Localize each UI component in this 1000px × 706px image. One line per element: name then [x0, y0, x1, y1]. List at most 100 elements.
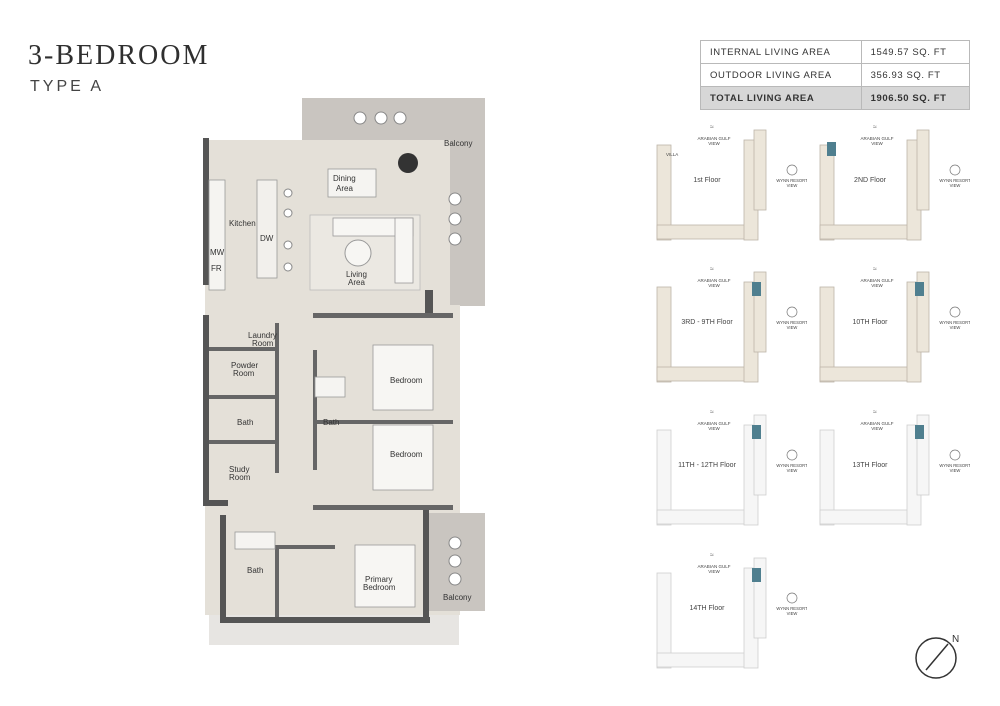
floor-plan: Balcony Dining Area Kitchen DW MW FR Liv…	[203, 98, 485, 645]
resort-view-icon	[786, 592, 798, 604]
building-outline	[656, 144, 672, 241]
compass-label: N	[952, 634, 959, 645]
wave-icon: ≈	[873, 124, 877, 131]
resort-view-label: WYNN RESORT	[776, 463, 807, 468]
resort-view-label: WYNN RESORT	[939, 178, 970, 183]
floor-label: 10TH Floor	[852, 319, 888, 326]
gulf-view-label: VIEW	[871, 141, 883, 146]
building-outline	[819, 366, 921, 382]
room-label-laundry-2: Room	[252, 339, 274, 348]
building-outline	[819, 224, 921, 240]
resort-view-icon	[786, 449, 798, 461]
area-value: 1906.50 SQ. FT	[860, 86, 971, 110]
resort-view-label: WYNN RESORT	[776, 178, 807, 183]
gulf-view-label: VIEW	[871, 426, 883, 431]
resort-view-icon	[949, 164, 961, 176]
room-label-balcony-top: Balcony	[444, 139, 472, 148]
room-label-study-2: Room	[229, 473, 251, 482]
highlighted-unit	[915, 425, 924, 439]
room-label-living-1: Living	[346, 270, 367, 279]
area-label: INTERNAL LIVING AREA	[700, 40, 862, 64]
room-label-primary-2: Bedroom	[363, 583, 396, 592]
room-label-powder-1: Powder	[231, 361, 258, 370]
wave-icon: ≈	[710, 552, 714, 559]
wave-icon: ≈	[710, 124, 714, 131]
floor-label: 3RD - 9TH Floor	[681, 319, 733, 326]
area-value: 1549.57 SQ. FT	[860, 40, 971, 64]
gulf-view-label: ARABIAN GULF	[697, 278, 730, 283]
resort-view-label: VIEW	[787, 611, 798, 616]
resort-view-label: WYNN RESORT	[776, 320, 807, 325]
highlighted-unit	[915, 282, 924, 296]
room-label-bath-3: Bath	[247, 566, 263, 575]
wave-icon: ≈	[710, 409, 714, 416]
room-label-dw: DW	[260, 234, 274, 243]
resort-view-label: VIEW	[787, 325, 798, 330]
room-label-dining-2: Area	[336, 184, 353, 193]
room-label-study-1: Study	[229, 465, 249, 474]
area-row-total: TOTAL LIVING AREA 1906.50 SQ. FT	[700, 86, 971, 110]
resort-view-icon	[786, 306, 798, 318]
gulf-view-label: VIEW	[708, 283, 720, 288]
resort-view-icon	[949, 306, 961, 318]
resort-view-label: VIEW	[950, 325, 961, 330]
resort-view-label: VIEW	[787, 183, 798, 188]
room-label-dining-1: Dining	[333, 174, 356, 183]
building-outline	[656, 286, 672, 383]
wave-icon: ≈	[710, 266, 714, 273]
resort-view-icon	[786, 164, 798, 176]
room-label-bedroom-2: Bedroom	[390, 450, 423, 459]
highlighted-unit	[752, 282, 761, 296]
gulf-view-label: ARABIAN GULF	[697, 136, 730, 141]
gulf-view-label: VIEW	[871, 283, 883, 288]
resort-view-label: WYNN RESORT	[776, 606, 807, 611]
floor-label: 14TH Floor	[689, 605, 725, 612]
building-outline	[656, 224, 758, 240]
compass-icon: N	[915, 634, 959, 679]
area-label: TOTAL LIVING AREA	[700, 86, 862, 110]
resort-view-label: VIEW	[950, 183, 961, 188]
room-label-fr: FR	[211, 264, 222, 273]
highlighted-unit	[752, 425, 761, 439]
area-label: OUTDOOR LIVING AREA	[700, 63, 862, 87]
building-outline	[656, 652, 758, 668]
page-subtitle: TYPE A	[30, 78, 105, 95]
floor-label: 11TH - 12TH Floor	[678, 462, 736, 469]
page-title: 3-BEDROOM	[28, 40, 210, 71]
area-row-outdoor: OUTDOOR LIVING AREA 356.93 SQ. FT	[700, 63, 971, 87]
room-label-living-2: Area	[348, 278, 365, 287]
building-outline	[819, 286, 835, 383]
room-label-kitchen: Kitchen	[229, 219, 256, 228]
building-outline	[819, 429, 835, 526]
building-outline	[819, 509, 921, 525]
room-label-mw: MW	[210, 248, 225, 257]
highlighted-unit	[827, 142, 836, 156]
resort-view-label: WYNN RESORT	[939, 463, 970, 468]
building-outline	[656, 509, 758, 525]
room-label-primary-1: Primary	[365, 575, 393, 584]
building-outline	[656, 429, 672, 526]
building-outline	[656, 366, 758, 382]
floor-label: 1st Floor	[693, 177, 721, 184]
gulf-view-label: VIEW	[708, 569, 720, 574]
room-label-balcony-bottom: Balcony	[443, 593, 471, 602]
gulf-view-label: ARABIAN GULF	[697, 421, 730, 426]
room-label-bath-2: Bath	[323, 418, 339, 427]
room-label-bedroom-1: Bedroom	[390, 376, 423, 385]
gulf-view-label: ARABIAN GULF	[860, 421, 893, 426]
building-outline	[753, 129, 767, 211]
gulf-view-label: ARABIAN GULF	[860, 278, 893, 283]
floor-label: 2ND Floor	[854, 177, 887, 184]
building-outline	[916, 129, 930, 211]
room-label-laundry-1: Laundry	[248, 331, 277, 340]
room-label-bath-1: Bath	[237, 418, 253, 427]
wave-icon: ≈	[873, 409, 877, 416]
floor-label: 13TH Floor	[852, 462, 888, 469]
